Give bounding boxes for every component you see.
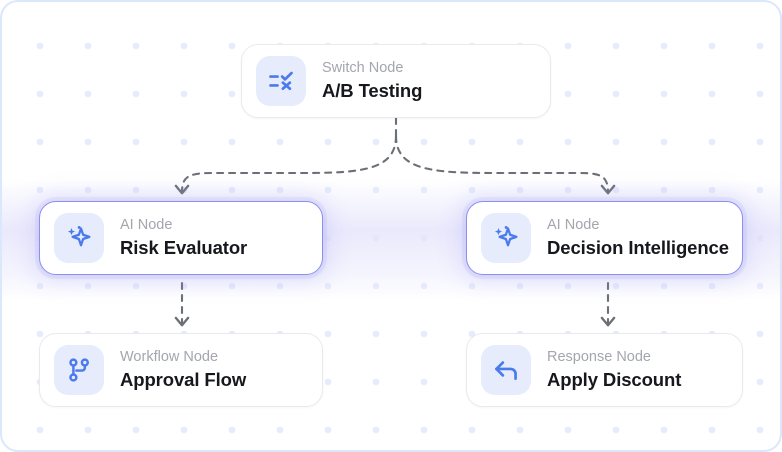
switch-branch-icon [256, 56, 306, 106]
node-kind-label: Workflow Node [120, 349, 219, 365]
node-kind-label: AI Node [120, 217, 173, 233]
node-workflow-approval-flow[interactable]: Workflow Node Approval Flow [39, 333, 323, 407]
node-ai-left-labels: AI Node Risk Evaluator [120, 216, 253, 260]
edge-switch-to-ai-left [174, 134, 398, 195]
node-title-label: Decision Intelligence [547, 237, 729, 258]
node-title-label: Apply Discount [547, 369, 682, 390]
node-ai-decision-intelligence[interactable]: AI Node Decision Intelligence [466, 201, 743, 275]
node-title-label: Approval Flow [120, 369, 247, 390]
sparkle-icon [54, 213, 104, 263]
node-kind-label: AI Node [547, 217, 600, 233]
node-title-label: Risk Evaluator [120, 237, 248, 258]
edge-switch-to-ai-right [394, 134, 616, 195]
git-branch-icon [54, 345, 104, 395]
node-kind-label: Response Node [547, 349, 651, 365]
node-switch-ab-testing[interactable]: Switch Node A/B Testing [241, 44, 551, 118]
sparkle-icon [481, 213, 531, 263]
node-ai-risk-evaluator[interactable]: AI Node Risk Evaluator [39, 201, 323, 275]
reply-arrow-icon [481, 345, 531, 395]
node-title-label: A/B Testing [322, 80, 423, 101]
node-ai-right-labels: AI Node Decision Intelligence [547, 216, 735, 260]
node-workflow-labels: Workflow Node Approval Flow [120, 348, 252, 392]
node-switch-labels: Switch Node A/B Testing [322, 59, 428, 103]
node-response-apply-discount[interactable]: Response Node Apply Discount [466, 333, 743, 407]
node-kind-label: Switch Node [322, 60, 404, 76]
node-response-labels: Response Node Apply Discount [547, 348, 687, 392]
